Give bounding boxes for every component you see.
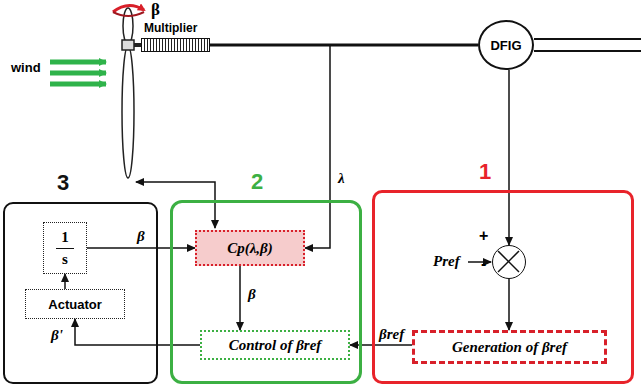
gearbox: Multiplier [141,38,210,52]
signal-connector [64,274,66,289]
signal-name: β' [50,327,64,344]
box-text: Generation of βref [452,339,567,356]
fraction-numerator: 1 [61,229,69,246]
cp-box: Cp(λ,β) [195,230,305,266]
summing-junction: +- [492,245,526,279]
pitch-arrow-icon [113,5,144,12]
sign-label: + [479,228,488,244]
box-text: DFIG [490,38,521,53]
subsystem-box: 2Cp(λ,β)Control of βref [170,200,362,384]
signal-connector [508,70,510,245]
pitch-symbol: β [150,0,161,20]
signal-connector [210,45,330,248]
box-text: Cp(λ,β) [227,240,273,257]
signal-name: Pref [432,253,461,270]
actuator-box: Actuator [25,289,125,319]
generation-box: Generation of βref [412,330,607,364]
fraction-bar [56,248,74,249]
fraction-denominator: s [62,251,68,268]
signal-name: λ [337,170,346,187]
rotor-link-arrow [136,182,215,228]
callout-number: 1 [479,159,491,185]
callout-number: 3 [57,170,69,196]
signal-name: β [136,228,146,245]
signal-connector [239,266,241,330]
signal-connector [75,319,200,345]
subsystem-box: 1+-Generation of βref [372,190,634,384]
rotor [122,8,141,178]
generator-circle: DFIG [478,20,534,70]
subsystem-box: 31sActuator [3,202,158,384]
box-text: Actuator [48,297,101,312]
box-text: Control of βref [229,337,322,354]
callout-number: 2 [251,169,263,195]
integrator-box: 1s [43,222,87,274]
signal-connector [210,44,478,47]
wind-label: wind [10,60,42,75]
pitch-arrow-icon [113,12,144,16]
grid-lines [534,39,641,51]
gearbox-label: Multiplier [144,21,197,35]
summing-cross [493,246,524,277]
pref-arrow [468,261,491,263]
signal-connector [87,247,195,249]
sign-label: - [481,256,486,272]
wind-arrows [50,62,106,84]
signal-name: β [247,286,257,303]
control-box: Control of βref [200,330,350,360]
signal-connector [508,279,510,330]
signal-name: βref [378,326,405,343]
